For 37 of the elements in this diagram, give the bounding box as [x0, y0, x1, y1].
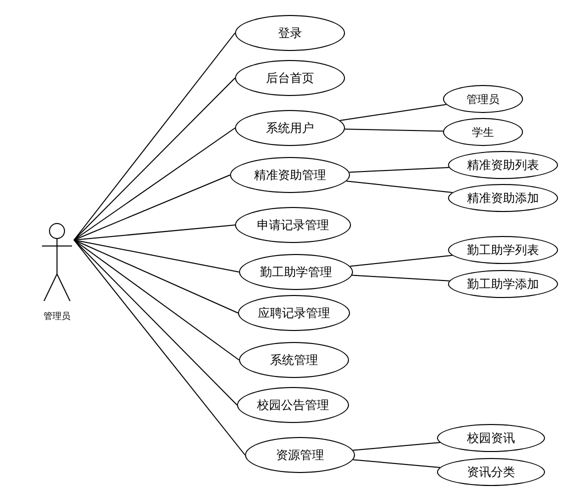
association-line [74, 240, 240, 272]
use-case-ellipse: 精准资助添加 [448, 184, 558, 212]
use-case-ellipse: 学生 [443, 118, 523, 146]
association-line [348, 167, 450, 173]
association-line [350, 254, 453, 267]
use-case-ellipse: 勤工助学添加 [448, 270, 558, 298]
association-line [74, 240, 246, 456]
association-line [352, 274, 450, 282]
use-case-ellipse: 资源管理 [245, 437, 355, 473]
association-line [74, 78, 236, 240]
use-case-ellipse: 资讯分类 [437, 458, 545, 486]
association-line [74, 128, 236, 240]
use-case-ellipse: 勤工助学列表 [448, 236, 558, 264]
association-line [352, 442, 440, 451]
association-line [74, 32, 236, 240]
association-line [74, 240, 238, 406]
association-line [344, 128, 444, 132]
use-case-ellipse: 后台首页 [235, 60, 345, 96]
use-case-ellipse: 管理员 [443, 85, 523, 113]
actor-label: 管理员 [42, 310, 72, 323]
use-case-ellipse: 应聘记录管理 [238, 295, 350, 331]
use-case-ellipse: 校园公告管理 [237, 387, 349, 423]
use-case-ellipse: 申请记录管理 [235, 207, 351, 243]
use-case-ellipse: 系统用户 [235, 110, 345, 146]
use-case-ellipse: 系统管理 [239, 342, 349, 378]
use-case-ellipse: 勤工助学管理 [239, 254, 353, 290]
association-line [339, 104, 447, 121]
use-case-ellipse: 校园资讯 [437, 424, 545, 452]
association-line [74, 174, 230, 240]
association-line [74, 240, 240, 360]
association-line [352, 459, 440, 468]
association-line [74, 240, 238, 314]
association-line [346, 180, 453, 194]
association-line [74, 224, 236, 240]
use-case-ellipse: 精准资助列表 [448, 151, 558, 179]
use-case-ellipse: 登录 [235, 15, 345, 51]
use-case-ellipse: 精准资助管理 [230, 157, 350, 193]
